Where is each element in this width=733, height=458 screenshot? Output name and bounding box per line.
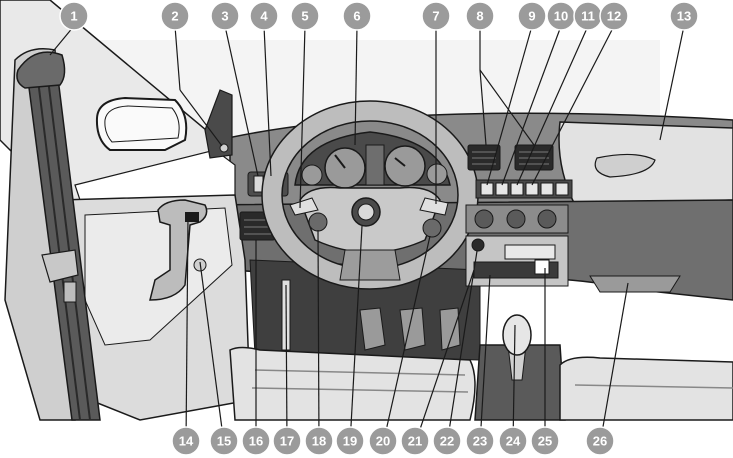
callout-label-17: 17: [280, 434, 294, 449]
callout-label-8: 8: [476, 9, 483, 24]
callout-label-25: 25: [538, 434, 552, 449]
callout-label-10: 10: [554, 9, 568, 24]
callout-label-11: 11: [581, 9, 595, 24]
callout-label-21: 21: [408, 434, 422, 449]
callout-label-26: 26: [593, 434, 607, 449]
passenger-footwell-panel: [590, 276, 680, 292]
callout-label-12: 12: [607, 9, 621, 24]
cigarette-lighter: [472, 239, 484, 251]
callout-label-19: 19: [343, 434, 357, 449]
passenger-seat: [560, 357, 733, 420]
callout-label-23: 23: [473, 434, 487, 449]
callout-label-24: 24: [506, 434, 521, 449]
callout-label-13: 13: [677, 9, 691, 24]
heater-knob-1: [475, 210, 493, 228]
pedal-accelerator: [440, 308, 460, 350]
heater-knob-2: [507, 210, 525, 228]
callout-label-9: 9: [528, 9, 535, 24]
switch-5: [541, 183, 553, 195]
callout-label-14: 14: [179, 434, 194, 449]
fuel-gauge: [302, 165, 322, 185]
door-handle: [185, 212, 199, 222]
callout-label-15: 15: [217, 434, 231, 449]
radio-button: [535, 260, 549, 274]
callout-label-4: 4: [260, 9, 268, 24]
left-column-knob: [309, 213, 327, 231]
callout-label-1: 1: [70, 9, 77, 24]
switch-6: [556, 183, 568, 195]
gear-knob: [503, 315, 531, 355]
callout-label-22: 22: [440, 434, 454, 449]
callout-label-5: 5: [301, 9, 308, 24]
horn-logo-inner: [358, 204, 374, 220]
callout-label-20: 20: [376, 434, 390, 449]
callout-label-7: 7: [432, 9, 439, 24]
temp-gauge: [427, 164, 447, 184]
callout-label-16: 16: [249, 434, 263, 449]
callout-label-3: 3: [221, 9, 228, 24]
callout-label-2: 2: [171, 9, 178, 24]
callout-label-6: 6: [353, 9, 360, 24]
pedal-clutch: [360, 308, 385, 350]
warning-lights-strip: [366, 145, 384, 185]
radio-display: [505, 245, 555, 259]
steering-column: [340, 250, 400, 280]
heater-knob-3: [538, 210, 556, 228]
right-column-knob: [423, 219, 441, 237]
callout-label-18: 18: [312, 434, 326, 449]
belt-latch: [64, 282, 76, 302]
side-mirror: [97, 98, 186, 150]
